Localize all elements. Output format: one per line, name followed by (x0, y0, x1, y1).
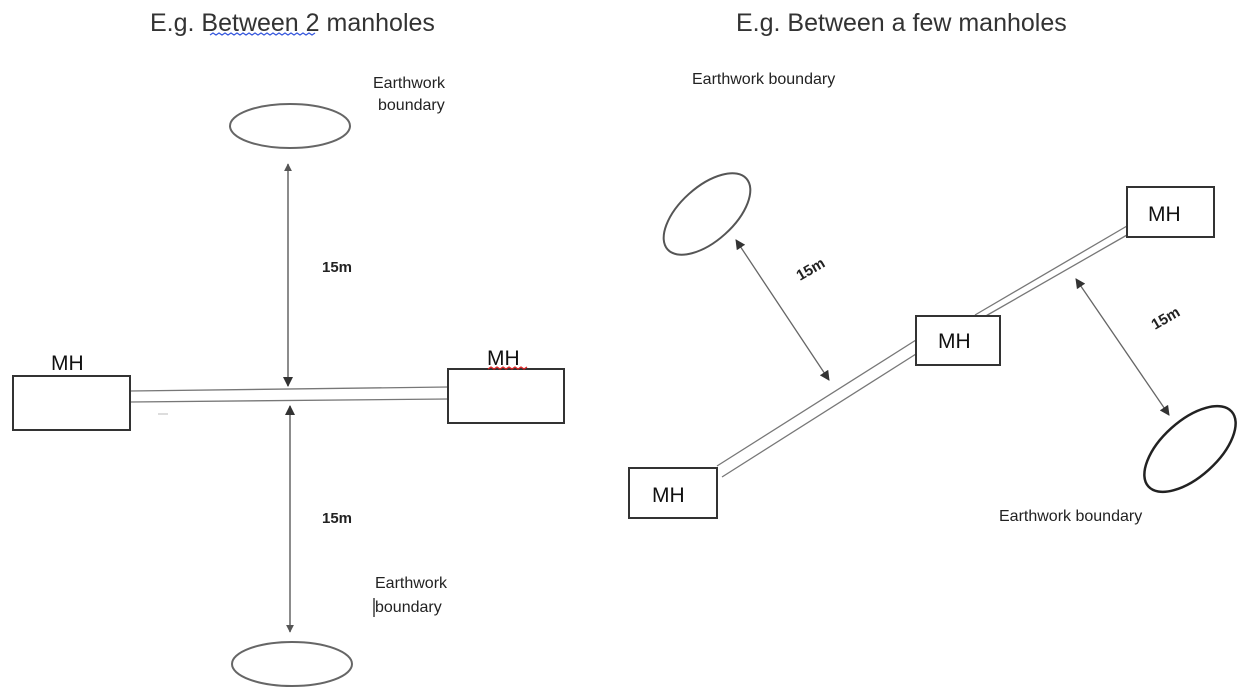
right-pipe-upper-line-top (974, 225, 1128, 316)
right-left-distance-arrow (735, 239, 830, 381)
left-top-boundary-label-line2: boundary (378, 97, 445, 114)
right-right-distance-arrow (1075, 278, 1170, 416)
right-pipe-lower-line-bottom (721, 353, 917, 478)
left-top-earthwork-boundary-ellipse (229, 103, 351, 149)
right-right-distance-label: 15m (1149, 304, 1184, 334)
left-top-distance-label: 15m (322, 259, 352, 276)
left-top-boundary-label-line1: Earthwork (373, 75, 446, 92)
right-left-distance-label: 15m (794, 255, 829, 285)
left-title-underlined-word: Between (201, 9, 298, 37)
right-top-boundary-label: Earthwork boundary (692, 71, 835, 88)
left-pipe-line-bottom (129, 398, 449, 403)
right-diagram: E.g. Between a few manholes Earthwork bo… (628, 9, 1237, 525)
right-manhole-box-bottom-left (628, 467, 718, 519)
left-manhole-label-right: MH (487, 347, 520, 370)
left-bottom-earthwork-boundary-ellipse (231, 641, 353, 687)
spellcheck-underline-blue (209, 32, 316, 36)
left-pipe-line-top (129, 386, 449, 392)
left-title: E.g. Between 2 manholes (150, 9, 435, 37)
left-bottom-boundary-label-line2: boundary (375, 599, 442, 616)
right-bottom-earthwork-boundary-ellipse (1143, 404, 1237, 494)
left-manhole-label-left: MH (51, 352, 84, 375)
left-manhole-box-left (12, 375, 131, 431)
right-bottom-boundary-label: Earthwork boundary (999, 508, 1142, 525)
left-bottom-boundary-label-line1: Earthwork (375, 575, 448, 592)
right-manhole-box-top-right (1126, 186, 1215, 238)
right-manhole-label-top-right: MH (1148, 203, 1181, 226)
right-manhole-label-middle: MH (938, 330, 971, 353)
left-manhole-box-right (447, 368, 565, 424)
right-top-earthwork-boundary-ellipse (662, 172, 752, 256)
right-title: E.g. Between a few manholes (736, 9, 1067, 37)
right-pipe-upper-line-bottom (976, 234, 1128, 322)
right-manhole-label-bottom-left: MH (652, 484, 685, 507)
right-manhole-box-middle (915, 315, 1001, 366)
left-bottom-distance-label: 15m (322, 510, 352, 527)
spellcheck-underline-red (487, 366, 528, 370)
right-pipe-lower-line-top (716, 339, 917, 467)
left-diagram: E.g. Between 2 manholes Earthwork bounda… (12, 9, 565, 687)
